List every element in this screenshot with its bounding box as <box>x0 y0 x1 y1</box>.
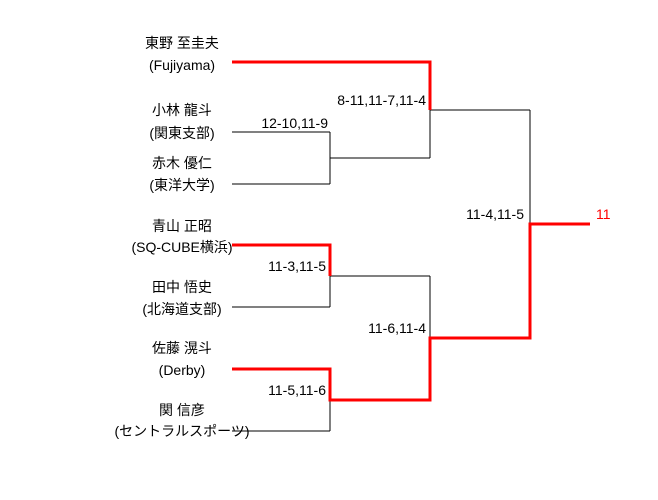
score-quarter-middle: 11-3,11-5 <box>268 258 326 274</box>
player-affiliation: (Derby) <box>158 362 206 378</box>
score-semi-bottom: 11-6,11-4 <box>368 320 426 336</box>
match-top-connector <box>329 132 430 184</box>
player-affiliation: (北海道支部) <box>142 301 222 317</box>
player-name: 小林 龍斗 <box>152 102 212 118</box>
player-name: 佐藤 滉斗 <box>152 340 212 356</box>
player-name: 関 信彦 <box>159 402 205 418</box>
score-quarter-bottom: 11-5,11-6 <box>268 382 326 398</box>
semifinal-top-connector <box>429 109 530 158</box>
player-name: 青山 正昭 <box>152 218 212 234</box>
player-affiliation: (東洋大学) <box>149 177 215 193</box>
winner-path-player4 <box>232 243 332 276</box>
player-affiliation: (セントラルスポーツ) <box>114 423 250 439</box>
player-name: 赤木 優仁 <box>152 155 212 171</box>
player-affiliation: (SQ-CUBE横浜) <box>131 239 233 255</box>
player-name: 東野 至圭夫 <box>145 35 219 51</box>
score-final: 11-4,11-5 <box>466 206 524 222</box>
player-name: 田中 悟史 <box>152 279 212 295</box>
match-middle-connector <box>329 275 430 307</box>
player-affiliation: (Fujiyama) <box>148 57 216 73</box>
winner-path-player1 <box>232 60 432 110</box>
player-affiliation: (関東支部) <box>149 125 215 141</box>
score-quarter-top: 12-10,11-9 <box>261 115 328 131</box>
champion-label: 11 <box>596 206 611 222</box>
champion-path-player6 <box>232 222 590 402</box>
score-semi-top: 8-11,11-7,11-4 <box>337 92 426 108</box>
